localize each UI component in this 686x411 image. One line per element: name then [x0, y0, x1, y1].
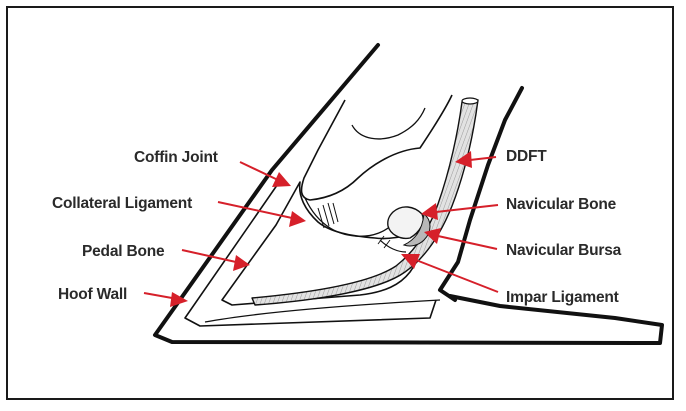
label-hoof-wall: Hoof Wall	[58, 286, 127, 303]
ddft-cut-end	[462, 98, 478, 104]
impar-ligament-shape	[380, 240, 406, 252]
label-navicular-bone: Navicular Bone	[506, 196, 617, 213]
coffin-joint-surface	[305, 198, 402, 236]
arrow-navicular-bursa	[438, 236, 497, 249]
short-pastern-condyle	[352, 108, 425, 139]
arrowhead-collateral-ligament	[289, 211, 306, 227]
label-navicular-bursa: Navicular Bursa	[506, 242, 622, 259]
arrowhead-pedal-bone	[233, 255, 250, 271]
label-coffin-joint: Coffin Joint	[134, 149, 218, 166]
label-ddft: DDFT	[506, 148, 547, 165]
label-collateral-ligament: Collateral Ligament	[52, 195, 192, 212]
ddft-tendon	[252, 100, 478, 305]
label-pedal-bone: Pedal Bone	[82, 243, 165, 260]
arrow-hoof-wall	[144, 293, 172, 298]
label-impar-ligament: Impar Ligament	[506, 289, 619, 306]
